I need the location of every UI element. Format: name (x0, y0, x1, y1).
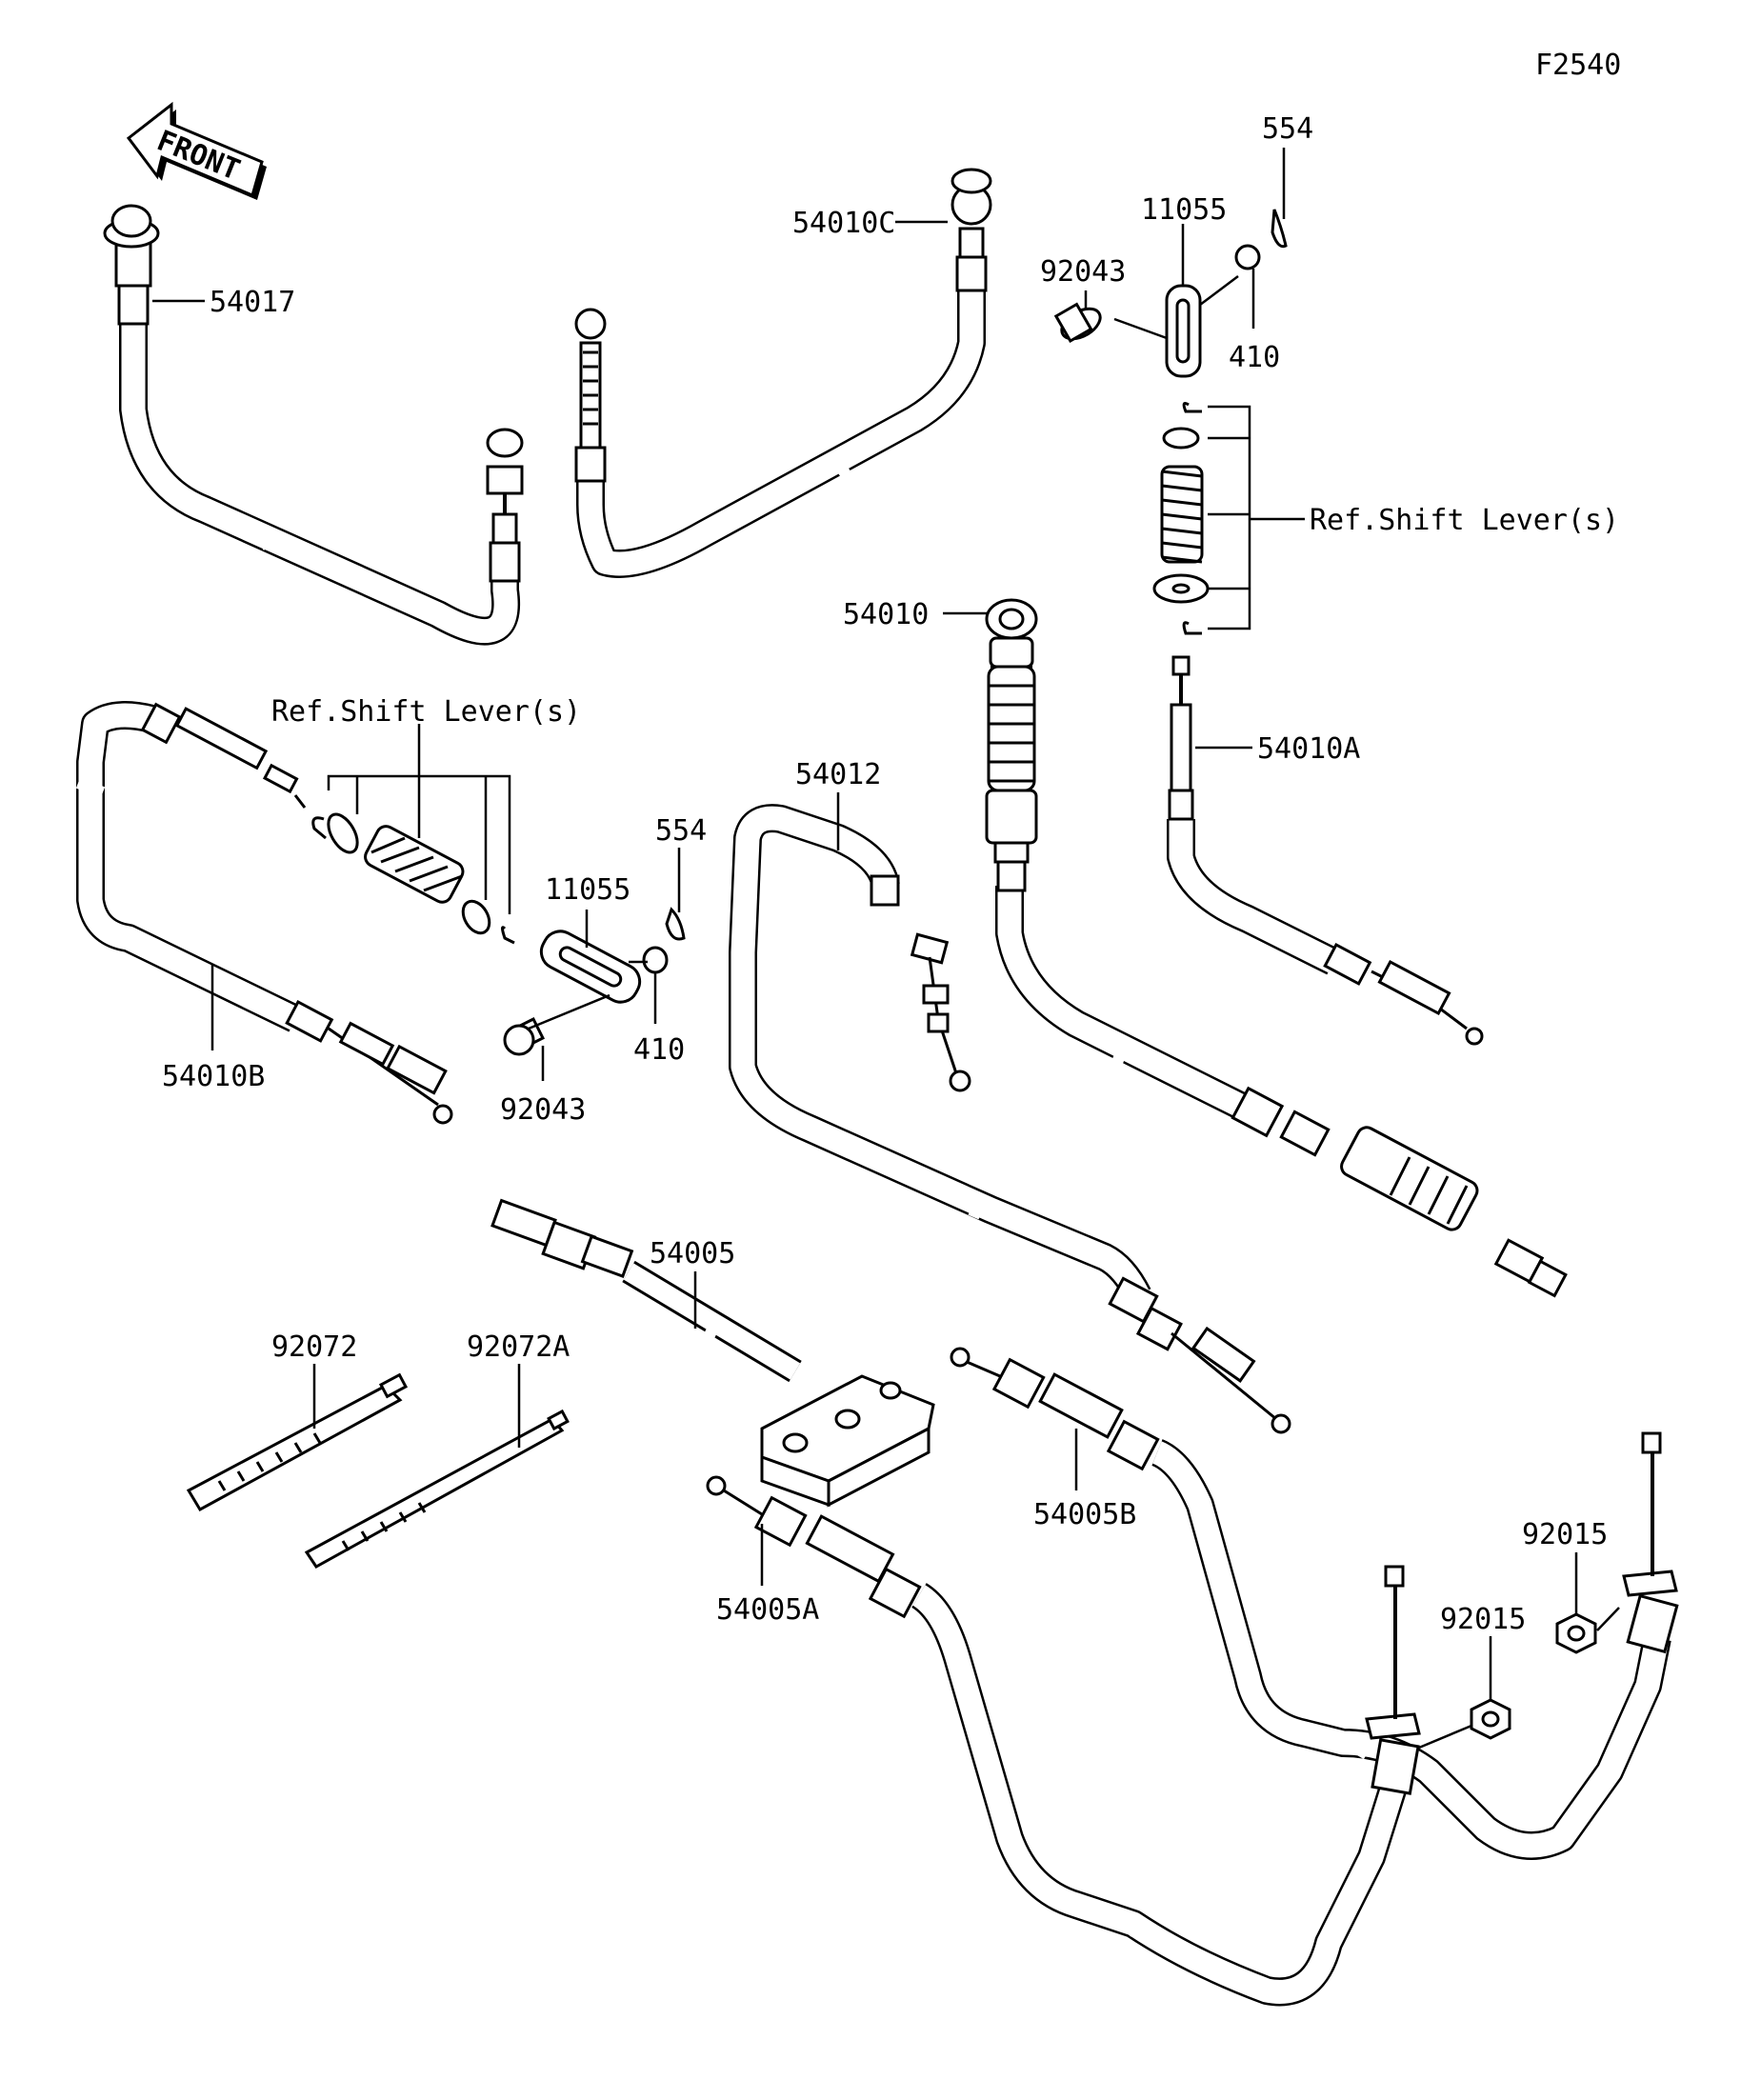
cable-54010B (75, 701, 453, 1125)
cable-54010C (574, 168, 992, 578)
label-54010B: 54010B (162, 1060, 265, 1093)
cable-tie-92072 (186, 1372, 409, 1512)
label-54012: 54012 (795, 758, 881, 791)
label-ref-shift-top: Ref.Shift Lever(s) (1310, 504, 1619, 537)
label-92015-mid: 92015 (1440, 1603, 1526, 1636)
label-410-top: 410 (1229, 341, 1280, 374)
cable-54012 (729, 804, 1291, 1434)
cable-54010A (1167, 655, 1484, 1046)
cable-junction (760, 1374, 935, 1508)
cable-54005 (490, 1198, 802, 1383)
cable-54005B (950, 1347, 1679, 1860)
label-54005A: 54005A (716, 1593, 819, 1627)
cable-tie-92072A (304, 1409, 570, 1569)
cable-54017 (103, 204, 524, 646)
label-54005: 54005 (650, 1237, 735, 1270)
label-92015-right: 92015 (1522, 1518, 1608, 1551)
linkage-left (503, 907, 686, 1056)
nut-92015-right (1555, 1607, 1620, 1654)
label-92072A: 92072A (467, 1330, 570, 1364)
label-54017: 54017 (210, 286, 295, 319)
label-92043-left: 92043 (500, 1093, 586, 1127)
linkage-top (1053, 209, 1288, 378)
label-92043-top: 92043 (1040, 255, 1126, 289)
label-554-left: 554 (655, 814, 707, 848)
cable-54005A (706, 1475, 1472, 2007)
figure-id: F2540 (1535, 49, 1621, 82)
nut-92015-mid (1470, 1698, 1511, 1740)
spring-stack-top (1152, 402, 1305, 635)
cable-54010 (985, 598, 1568, 1298)
label-410-left: 410 (633, 1033, 685, 1067)
label-554-top: 554 (1262, 112, 1313, 146)
label-54010C: 54010C (792, 207, 895, 240)
label-92072: 92072 (271, 1330, 357, 1364)
label-11055-top: 11055 (1141, 193, 1227, 227)
label-54010: 54010 (843, 598, 929, 631)
label-ref-shift-left: Ref.Shift Lever(s) (271, 695, 581, 729)
spring-stack-left (311, 724, 515, 945)
label-54005B: 54005B (1033, 1498, 1136, 1531)
label-11055-left: 11055 (545, 873, 630, 907)
front-direction-arrow-icon: FRONT (126, 101, 267, 200)
label-54010A: 54010A (1257, 732, 1360, 766)
